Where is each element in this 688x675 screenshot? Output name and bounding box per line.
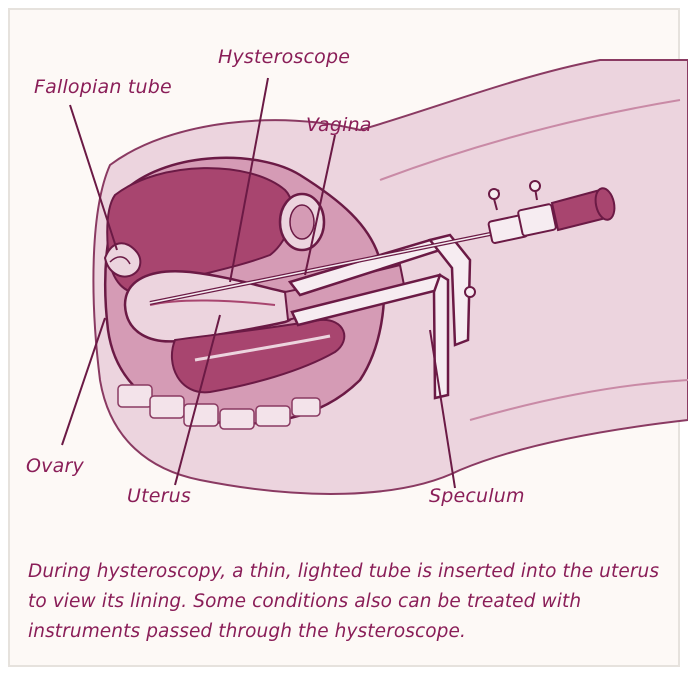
label-hysteroscope: Hysteroscope: [218, 46, 350, 68]
label-speculum: Speculum: [429, 485, 525, 507]
label-fallopian-tube: Fallopian tube: [34, 76, 172, 98]
label-uterus: Uterus: [127, 485, 191, 507]
label-vagina: Vagina: [306, 114, 372, 136]
figure-caption: During hysteroscopy, a thin, lighted tub…: [28, 557, 668, 647]
label-ovary: Ovary: [26, 455, 84, 477]
